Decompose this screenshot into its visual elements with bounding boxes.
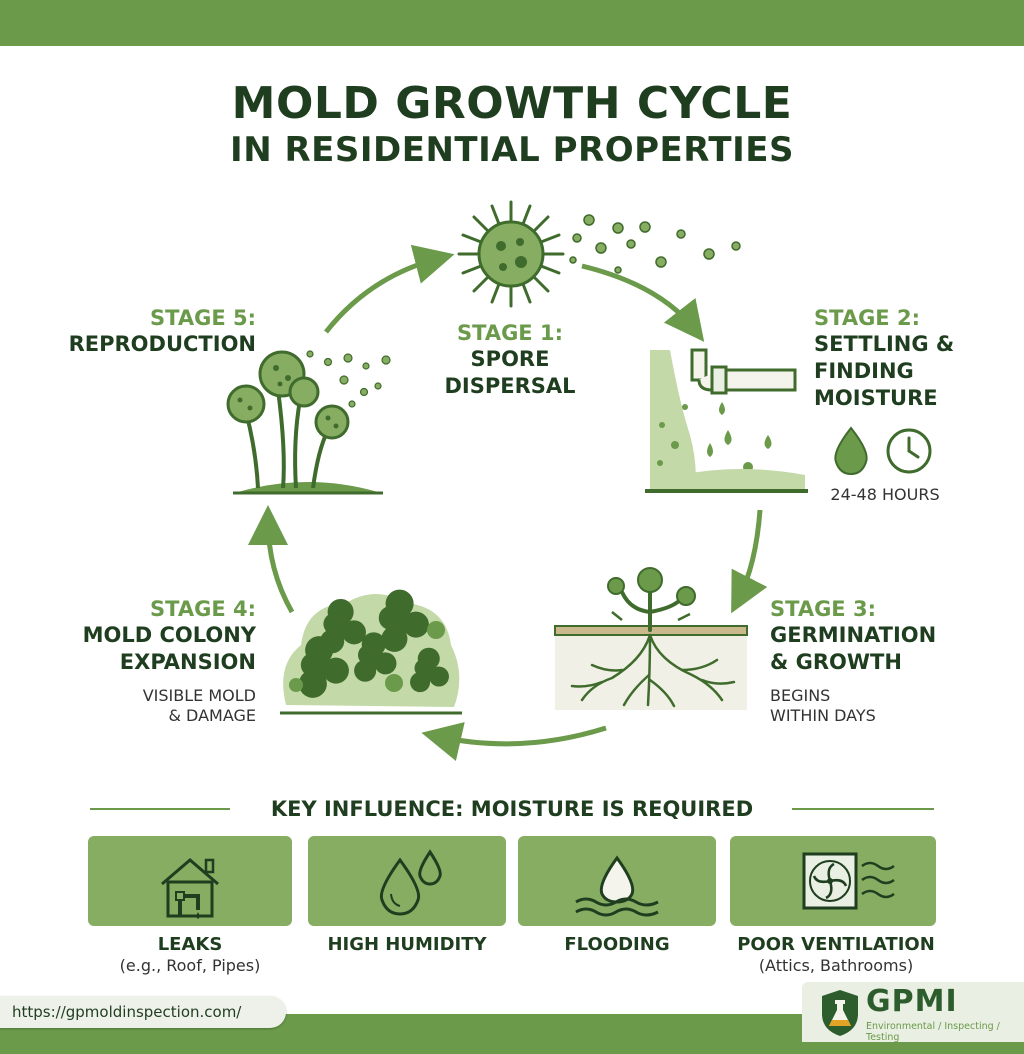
card-flooding <box>518 836 716 926</box>
clock-icon <box>886 428 932 474</box>
flood-waves-icon <box>575 855 659 917</box>
stage2-label: STAGE 2: SETTLING & FINDING MOISTURE <box>814 306 955 410</box>
arrow-stage1-to-2 <box>581 263 705 342</box>
flooding-caption: FLOODING <box>564 934 670 955</box>
arrow-stage2-to-3 <box>731 509 768 614</box>
card-high-humidity <box>308 836 506 926</box>
arrow-stage4-to-5 <box>248 505 295 614</box>
stage2-note: 24-48 HOURS <box>830 485 940 504</box>
stage4-label: STAGE 4: MOLD COLONY EXPANSION VISIBLE M… <box>82 597 256 725</box>
sporangia-icon <box>226 350 391 495</box>
spore-icon <box>457 200 741 308</box>
leaks-caption: LEAKS (e.g., Roof, Pipes) <box>119 934 261 975</box>
ventilation-caption: POOR VENTILATION (Attics, Bathrooms) <box>737 934 935 975</box>
logo-wordmark: GPMI <box>866 984 958 1019</box>
stage3-label: STAGE 3: GERMINATION & GROWTH BEGINS WIT… <box>770 597 937 725</box>
logo-tagline: Environmental / Inspecting / Testing <box>866 1021 1000 1043</box>
website-link[interactable]: https://gpmoldinspection.com/ <box>0 996 286 1028</box>
stage5-label: STAGE 5: REPRODUCTION <box>68 306 256 356</box>
house-pipe-icon <box>161 858 219 919</box>
arrow-stage3-to-4 <box>421 722 607 762</box>
top-banner <box>0 0 1024 46</box>
card-poor-ventilation <box>730 836 936 926</box>
mold-colony-icon <box>280 589 462 715</box>
humidity-caption: HIGH HUMIDITY <box>327 934 487 955</box>
stage1-label: STAGE 1: SPORE DISPERSAL <box>444 321 576 398</box>
water-drop-icon <box>834 426 868 476</box>
vent-fan-icon <box>802 852 895 910</box>
card-leaks <box>88 836 292 926</box>
key-divider-right <box>792 808 934 810</box>
key-title: KEY INFLUENCE: MOISTURE IS REQUIRED <box>270 797 754 821</box>
page-subtitle: IN RESIDENTIAL PROPERTIES <box>230 130 794 170</box>
shield-flask-icon <box>822 990 858 1036</box>
leaking-pipe-icon <box>645 348 808 493</box>
page-title: MOLD GROWTH CYCLE <box>231 78 793 129</box>
key-divider-left <box>90 808 230 810</box>
hyphae-roots-icon <box>554 567 748 710</box>
arrow-stage5-to-1 <box>324 244 455 334</box>
water-drops-icon <box>379 849 442 916</box>
